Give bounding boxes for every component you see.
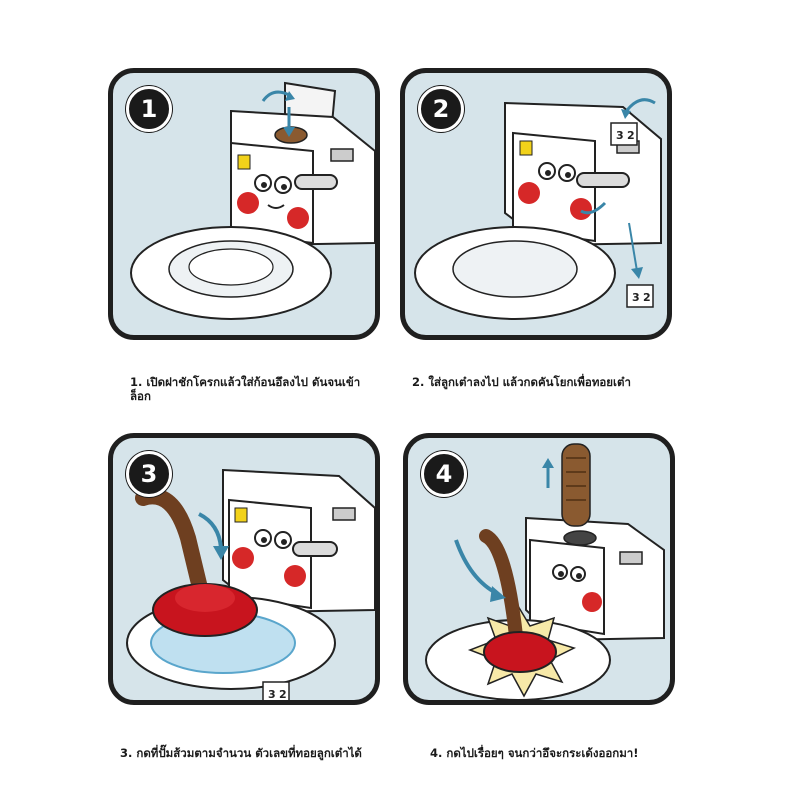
- svg-text:2: 2: [279, 688, 287, 700]
- step-2-panel: 2 3 2 3 2: [400, 68, 672, 340]
- dice-slot: [619, 551, 643, 565]
- svg-text:3: 3: [616, 129, 624, 142]
- warning-icon: [237, 154, 251, 170]
- curved-arrow-icon: [198, 512, 223, 549]
- dice-icon: 3 2: [626, 284, 654, 308]
- step-4-panel: 4: [403, 433, 675, 705]
- lever: [294, 174, 338, 190]
- step-1-caption: 1. เปิดฝาชักโครกแล้วใส่ก้อนอึลงไป ดันจนเ…: [130, 375, 361, 403]
- poop-icon: [561, 443, 591, 527]
- cheek: [284, 565, 306, 587]
- dice-icon: 3 2: [262, 681, 290, 700]
- warning-icon: [234, 507, 248, 523]
- step-2-caption: 2. ใส่ลูกเต๋าลงไป แล้วกดคันโยกเพื่อทอยเต…: [412, 375, 631, 389]
- step-3-caption: 3. กดที่ปั๊มส้วมตามจำนวน ตัวเลขที่ทอยลูก…: [120, 746, 362, 760]
- cheek: [582, 592, 602, 612]
- cheek: [570, 198, 592, 220]
- step-1-panel: 1: [108, 68, 380, 340]
- lever: [292, 541, 338, 557]
- dice-slot: [332, 507, 356, 521]
- toilet-illustration: 3 2: [126, 468, 375, 700]
- step-2-number: 2: [418, 86, 464, 132]
- lever: [576, 172, 630, 188]
- curved-arrow-icon: [623, 98, 656, 114]
- toilet-illustration: 3 2 3 2: [414, 98, 662, 320]
- down-arrow-icon: [628, 222, 638, 272]
- dice-slot: [330, 148, 354, 162]
- cheek: [287, 207, 309, 229]
- svg-text:2: 2: [643, 291, 651, 304]
- dice-icon: 3 2: [610, 122, 638, 146]
- curved-arrow-icon: [261, 90, 290, 102]
- toilet-illustration: [425, 443, 665, 700]
- cheek: [232, 547, 254, 569]
- toilet-face: [529, 538, 605, 636]
- step-3-panel: 3 3 2: [108, 433, 380, 705]
- step-4-caption: 4. กดไปเรื่อยๆ จนกว่าอึจะกระเด้งออกมา!: [430, 746, 639, 760]
- cheek: [518, 182, 540, 204]
- svg-text:3: 3: [268, 688, 276, 700]
- svg-text:3: 3: [632, 291, 640, 304]
- step-3-number: 3: [126, 451, 172, 497]
- step-4-number: 4: [421, 451, 467, 497]
- toilet-illustration: [130, 81, 375, 320]
- step-1-number: 1: [126, 86, 172, 132]
- cheek: [237, 192, 259, 214]
- warning-icon: [519, 140, 533, 156]
- curved-arrow-icon: [580, 201, 607, 215]
- plunger-icon: [479, 529, 557, 673]
- svg-text:2: 2: [627, 129, 635, 142]
